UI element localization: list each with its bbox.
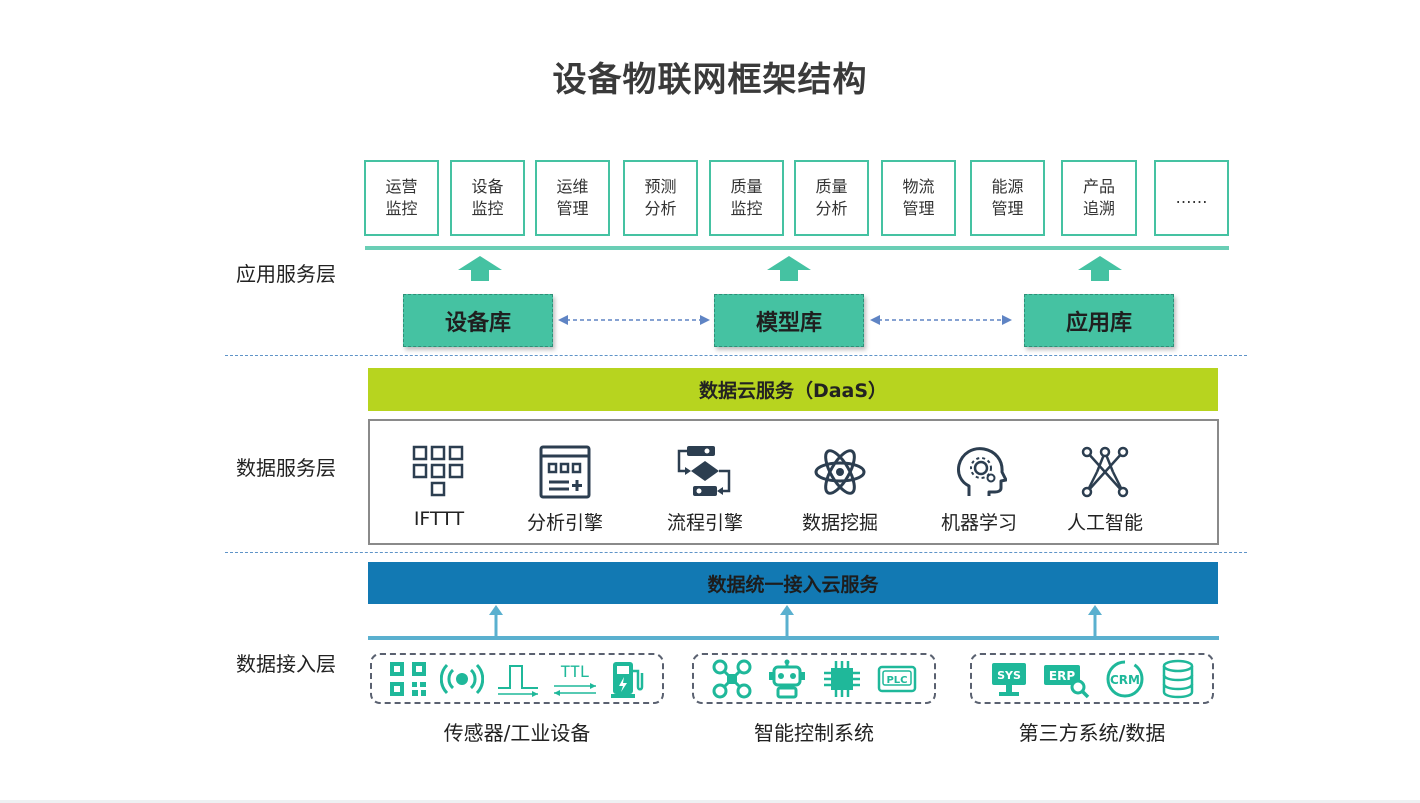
ingest-banner: 数据统一接入云服务 — [368, 562, 1218, 604]
page-title: 设备物联网框架结构 — [552, 60, 868, 100]
access-baseline — [368, 636, 1219, 640]
app-module-maintenance[interactable]: 运维 管理 — [535, 160, 610, 236]
app-module-ops-monitor[interactable]: 运营 监控 — [364, 160, 439, 236]
up-arrow-icon — [489, 605, 503, 638]
source-group-third-party[interactable]: SYS ERP CRM — [970, 653, 1214, 704]
library-device[interactable]: 设备库 — [403, 294, 553, 347]
engine-machine-learning[interactable]: 机器学习 — [919, 444, 1039, 535]
double-arrow-icon — [558, 315, 710, 325]
source-group-sensors[interactable]: TTL — [370, 653, 664, 704]
engine-label: 数据挖掘 — [801, 512, 878, 534]
robot-icon — [768, 659, 805, 698]
drone-icon — [712, 659, 751, 698]
source-label-third-party: 第三方系统/数据 — [1018, 721, 1166, 745]
source-label-sensors: 传感器/工业设备 — [443, 721, 591, 745]
qr-code-icon — [390, 661, 426, 696]
chip-icon — [823, 660, 860, 697]
erp-text: ERP — [1048, 669, 1074, 683]
app-module-quality-analysis[interactable]: 质量 分析 — [794, 160, 869, 236]
crm-text: CRM — [1110, 673, 1140, 687]
application-baseline — [365, 246, 1229, 250]
engine-label: 流程引擎 — [666, 512, 743, 534]
engine-ifttt[interactable]: IFTTT — [379, 444, 499, 530]
charging-station-icon — [611, 661, 644, 698]
app-module-traceability[interactable]: 产品 追溯 — [1061, 160, 1137, 236]
grid-icon — [412, 445, 464, 497]
app-module-energy[interactable]: 能源 管理 — [970, 160, 1045, 236]
sys-monitor-icon: SYS — [991, 662, 1026, 696]
engine-label: 机器学习 — [940, 512, 1017, 534]
head-gear-icon — [957, 447, 1007, 496]
pulse-signal-icon — [498, 664, 538, 697]
engine-label: 人工智能 — [1066, 512, 1143, 534]
wireless-signal-icon — [440, 663, 484, 694]
engine-data-mining[interactable]: 数据挖掘 — [780, 444, 900, 535]
crm-icon: CRM — [1106, 660, 1143, 697]
network-icon — [1081, 446, 1129, 498]
calculator-icon — [539, 445, 591, 499]
engine-label: IFTTT — [413, 508, 465, 530]
double-arrow-icon — [870, 315, 1012, 325]
daas-banner: 数据云服务（DaaS） — [368, 368, 1218, 411]
up-arrow-icon — [1078, 256, 1122, 281]
up-arrow-icon — [1088, 605, 1102, 638]
layer-label-access: 数据接入层 — [236, 652, 336, 676]
ttl-icon: TTL — [554, 662, 596, 696]
layer-label-application: 应用服务层 — [236, 262, 336, 286]
library-application[interactable]: 应用库 — [1024, 294, 1174, 347]
plc-text: PLC — [886, 675, 907, 686]
flowchart-icon — [677, 446, 731, 496]
sys-text: SYS — [997, 669, 1021, 682]
app-module-more[interactable]: …… — [1154, 160, 1229, 236]
footer-divider — [0, 800, 1420, 803]
layer-label-data: 数据服务层 — [236, 456, 336, 480]
atom-icon — [814, 449, 866, 495]
engine-ai[interactable]: 人工智能 — [1045, 444, 1165, 535]
erp-icon: ERP — [1043, 664, 1089, 698]
app-module-device-monitor[interactable]: 设备 监控 — [450, 160, 525, 236]
engine-analysis[interactable]: 分析引擎 — [505, 444, 625, 535]
source-label-control: 智能控制系统 — [754, 721, 874, 745]
plc-icon: PLC — [877, 665, 916, 692]
engine-workflow[interactable]: 流程引擎 — [645, 444, 765, 535]
engine-panel — [368, 419, 1219, 545]
layer-divider — [225, 552, 1247, 553]
library-model[interactable]: 模型库 — [714, 294, 864, 347]
app-module-logistics[interactable]: 物流 管理 — [881, 160, 956, 236]
ttl-text: TTL — [561, 662, 590, 681]
source-group-control[interactable]: PLC — [692, 653, 936, 704]
layer-divider — [225, 355, 1247, 356]
engine-label: 分析引擎 — [526, 512, 603, 534]
database-icon — [1162, 659, 1193, 698]
up-arrow-icon — [780, 605, 794, 638]
up-arrow-icon — [767, 256, 811, 281]
up-arrow-icon — [458, 256, 502, 281]
app-module-quality-monitor[interactable]: 质量 监控 — [709, 160, 784, 236]
app-module-predictive[interactable]: 预测 分析 — [623, 160, 698, 236]
